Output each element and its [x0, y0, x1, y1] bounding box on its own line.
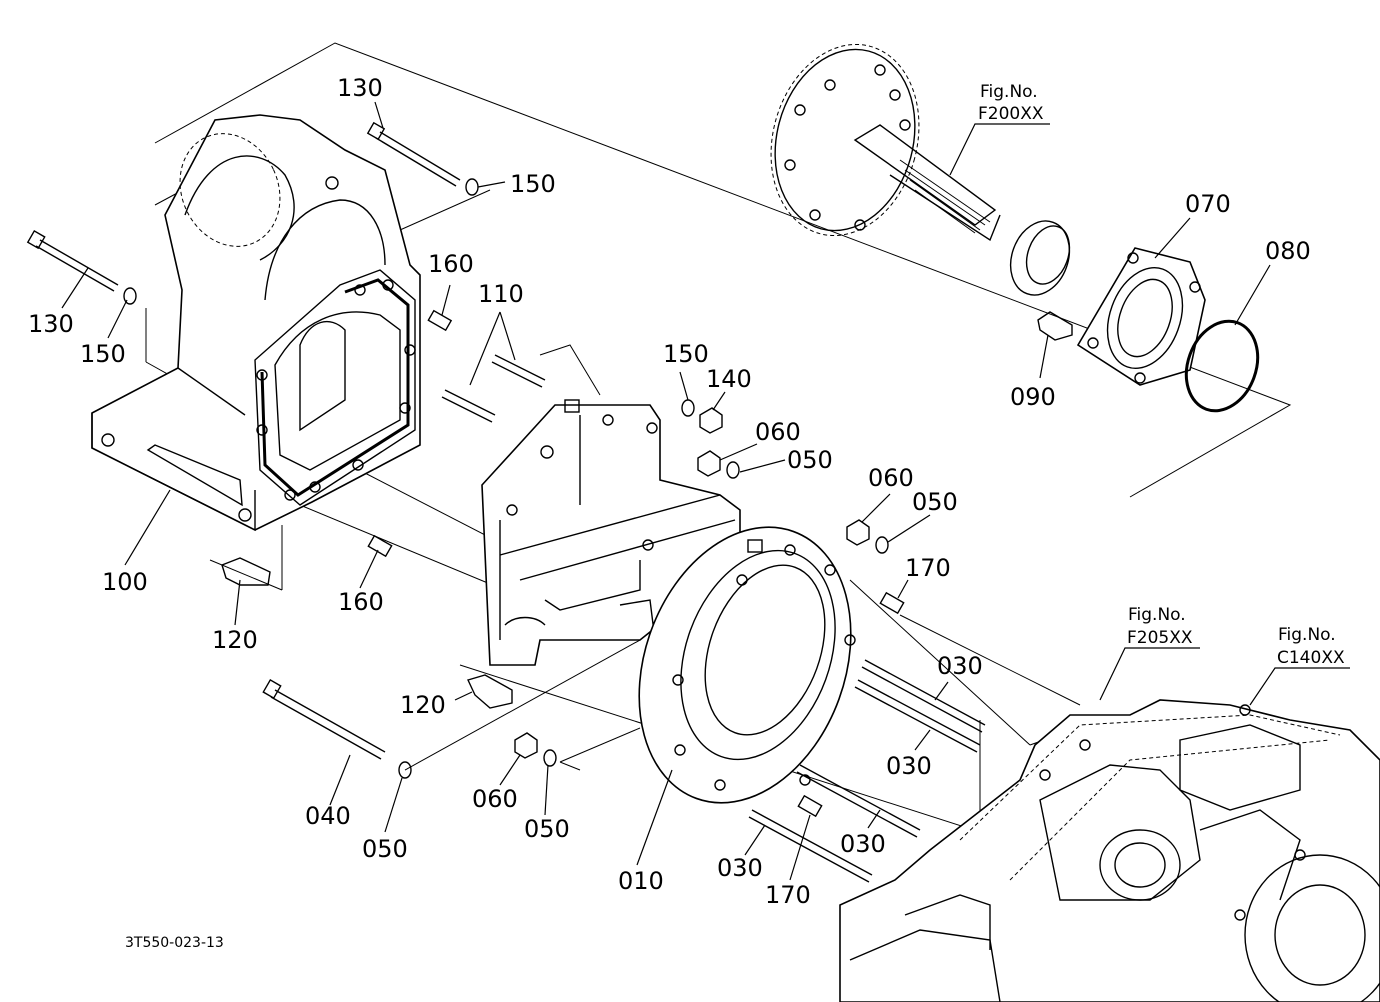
part-label-040: 040	[305, 802, 351, 830]
part-label-150: 150	[510, 170, 556, 198]
part-label-120: 120	[400, 691, 446, 719]
part-label-050: 050	[912, 488, 958, 516]
part-label-170: 170	[765, 881, 811, 909]
part-label-010: 010	[618, 867, 664, 895]
axle-flange-assembly	[770, 43, 1001, 242]
part-label-030: 030	[840, 830, 886, 858]
part-label-050: 050	[787, 446, 833, 474]
fig-ref-label: Fig.No.	[1278, 625, 1336, 645]
ring-housing-010	[638, 526, 856, 804]
part-label-060: 060	[868, 464, 914, 492]
part-label-120: 120	[212, 626, 258, 654]
o-ring-080	[1184, 319, 1260, 413]
fig-ref-code: F200XX	[978, 104, 1044, 124]
part-label-170: 170	[905, 554, 951, 582]
bolts-and-fasteners	[26, 121, 1073, 883]
fig-ref-code: F205XX	[1127, 628, 1193, 648]
part-label-160: 160	[338, 588, 384, 616]
part-label-160: 160	[428, 250, 474, 278]
fig-ref-code: C140XX	[1277, 648, 1345, 668]
part-label-140: 140	[706, 365, 752, 393]
part-label-070: 070	[1185, 190, 1231, 218]
part-label-030: 030	[937, 652, 983, 680]
figure-references: Fig.No. F200XX Fig.No. F205XX Fig.No. C1…	[978, 82, 1345, 668]
part-number-labels: 130 150 130 150 160 110 100 120 160 150 …	[28, 74, 1311, 909]
fig-ref-label: Fig.No.	[980, 82, 1038, 102]
rear-housing-partial	[839, 699, 1380, 1002]
fig-ref-label: Fig.No.	[1128, 605, 1186, 625]
part-label-080: 080	[1265, 237, 1311, 265]
part-label-030: 030	[717, 854, 763, 882]
part-label-100: 100	[102, 568, 148, 596]
part-label-150: 150	[80, 340, 126, 368]
leader-lines	[61, 101, 1350, 881]
part-label-130: 130	[28, 310, 74, 338]
housing-100	[91, 114, 421, 532]
part-label-110: 110	[478, 280, 524, 308]
drawing-code: 3T550-023-13	[125, 935, 224, 951]
part-label-050: 050	[362, 835, 408, 863]
part-label-030: 030	[886, 752, 932, 780]
part-label-060: 060	[472, 785, 518, 813]
part-label-150: 150	[663, 340, 709, 368]
part-label-130: 130	[337, 74, 383, 102]
oil-seal	[1009, 220, 1071, 296]
bearing-holder-070	[1076, 247, 1206, 386]
part-label-090: 090	[1010, 383, 1056, 411]
part-label-060: 060	[755, 418, 801, 446]
part-label-050: 050	[524, 815, 570, 843]
